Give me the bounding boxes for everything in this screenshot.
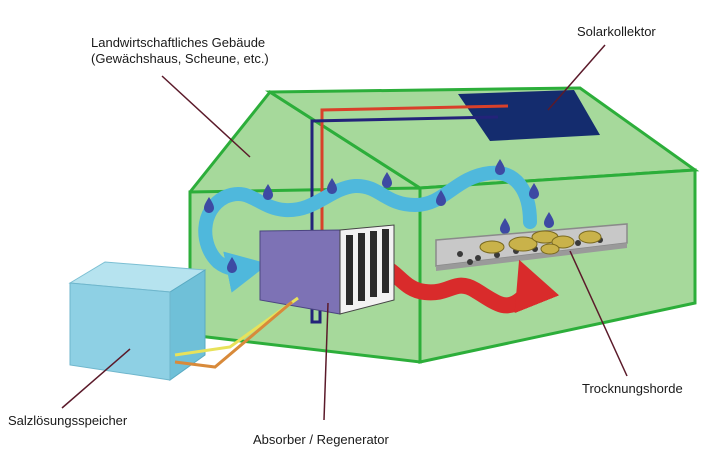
drying-rack — [435, 223, 628, 271]
label-absorber: Absorber / Regenerator — [253, 432, 390, 447]
solar-collector — [458, 90, 600, 141]
drying-goods — [479, 230, 602, 255]
label-solar-collector: Solarkollektor — [577, 24, 656, 39]
label-building-line1: Landwirtschaftliches Gebäude — [91, 35, 265, 50]
label-drying-rack: Trocknungshorde — [582, 381, 683, 396]
label-salt-storage: Salzlösungsspeicher — [8, 413, 128, 428]
leader-lines — [61, 44, 628, 421]
pipe-orange — [174, 300, 293, 369]
salt-solution-storage — [68, 261, 207, 381]
label-building-line2: (Gewächshaus, Scheune, etc.) — [91, 51, 269, 66]
dry-air-flow — [362, 256, 560, 314]
storage-pipes — [174, 296, 299, 369]
absorber-regenerator — [259, 224, 395, 315]
moist-air-flow — [198, 165, 537, 293]
pipe-blue — [310, 115, 499, 324]
